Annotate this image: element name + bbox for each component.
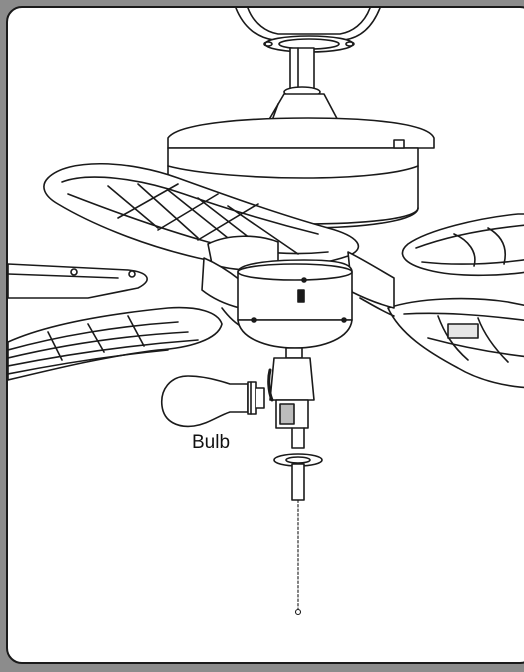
bulb-label: Bulb <box>192 432 231 453</box>
canopy <box>235 8 381 53</box>
fan-blade-left-flat <box>8 263 148 299</box>
fan-blade-left-lower <box>8 306 223 381</box>
ceiling-fan-illustration <box>8 8 524 616</box>
illustration-panel: Bulb <box>6 6 524 664</box>
downrod <box>283 47 321 98</box>
light-socket <box>267 347 323 501</box>
pull-chain <box>294 499 302 616</box>
fan-blade-left-upper <box>43 162 360 271</box>
fan-blade-right-lower <box>387 297 524 389</box>
fan-blade-right-upper <box>401 213 524 277</box>
blade-arms <box>201 251 395 329</box>
light-bulb-icon <box>161 375 265 428</box>
switch-housing <box>237 259 353 349</box>
motor-collar <box>167 93 435 149</box>
